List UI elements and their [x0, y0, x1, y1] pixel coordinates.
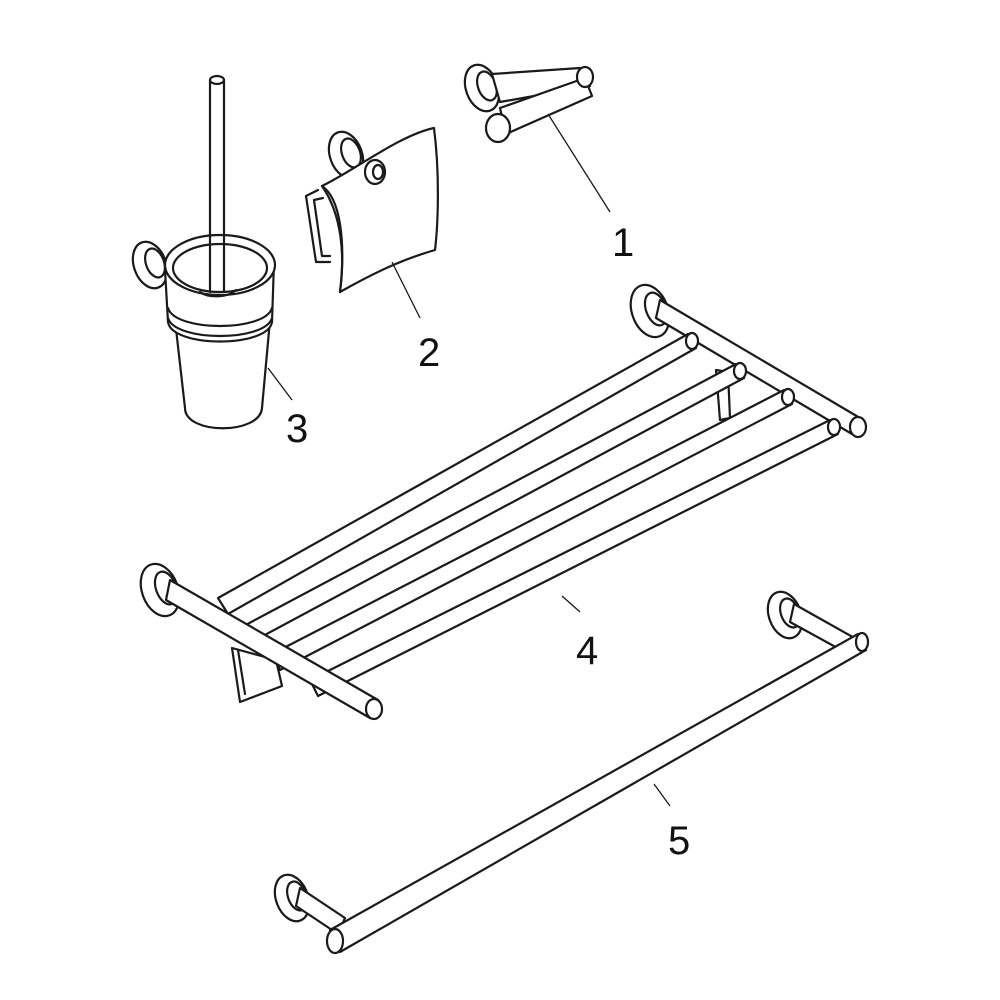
towel-rack-shelf: [139, 283, 868, 721]
callout-5: 5: [668, 819, 690, 863]
toilet-brush-holder: [131, 74, 277, 430]
callout-1: 1: [612, 221, 634, 265]
leader-line-1: [547, 113, 611, 213]
callout-2: 2: [418, 331, 440, 375]
callout-4: 4: [576, 629, 598, 673]
toilet-paper-holder: [304, 126, 439, 294]
callout-3: 3: [286, 407, 308, 451]
robe-hook: [463, 63, 595, 144]
leader-line-3: [267, 367, 293, 401]
leader-line-5: [653, 783, 671, 807]
towel-bar: [273, 590, 870, 955]
leader-line-2: [391, 261, 421, 319]
leader-line-4: [561, 595, 581, 613]
